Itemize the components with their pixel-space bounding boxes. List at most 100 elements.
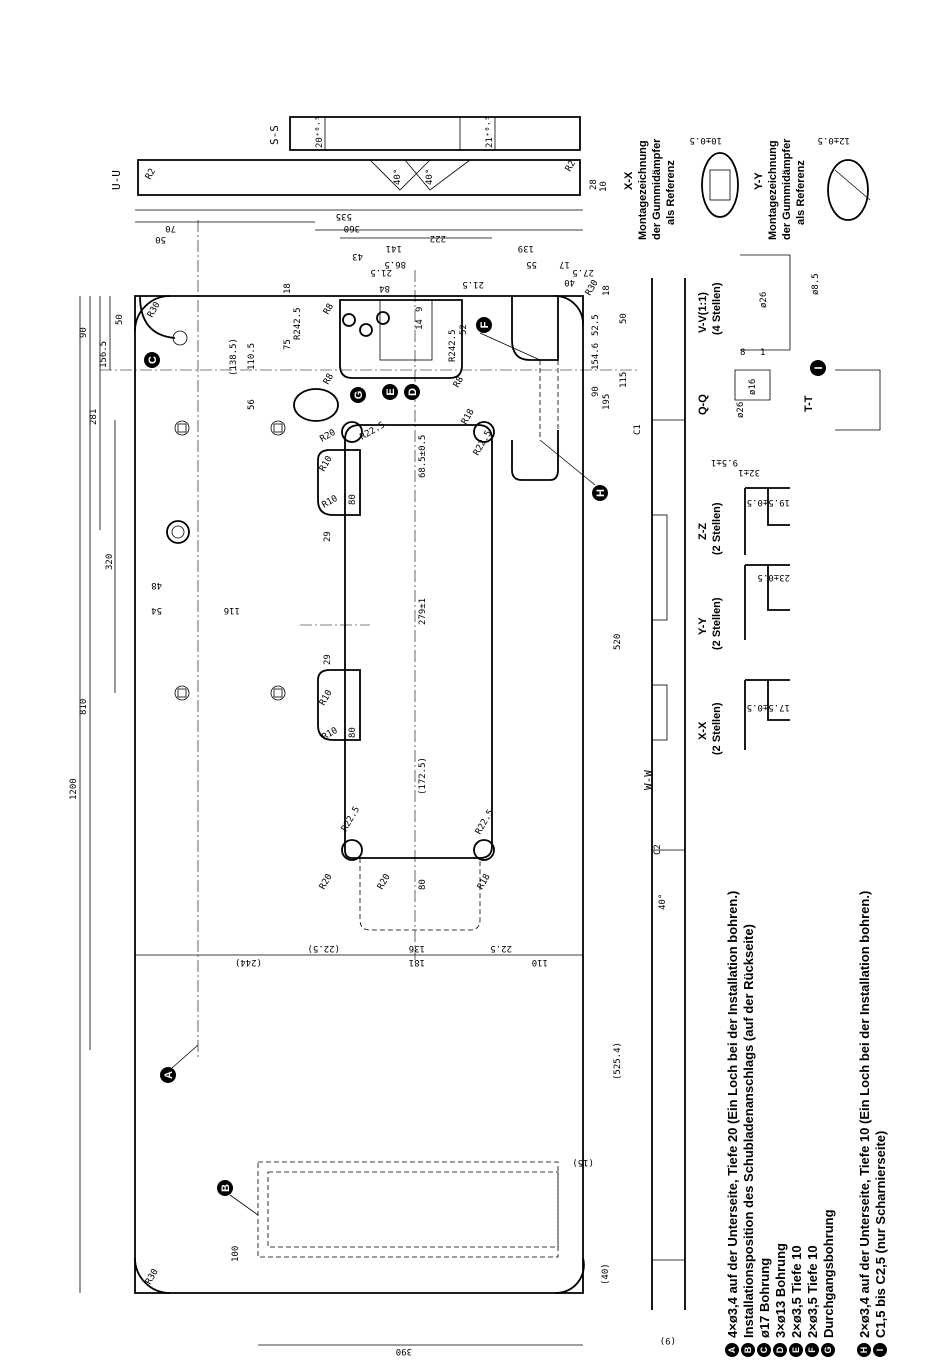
dim-43: 43 [352,251,363,261]
dimension-lines [79,209,584,1346]
dim-40: 40 [564,277,575,287]
dim-50: 50 [155,234,166,244]
yy-tol: 12±0.5 [817,135,850,145]
dim-685: 68.5±0.5 [418,435,428,478]
callout-badges: A B C D E F G H I [144,317,826,1216]
dim-139: 139 [518,243,534,253]
dim-5254: (525.4) [613,1042,623,1080]
dim-17: 17 [559,259,570,269]
r-8a: R8 [322,302,336,316]
dim-116: 116 [224,605,240,615]
dim-810: 810 [79,699,89,715]
dim-80: 80 [348,494,358,505]
r-10c: R10 [318,688,335,707]
dim-29b: 29 [323,654,333,665]
r-20a: R20 [319,428,338,445]
main-cutout [300,421,495,931]
r-2a: R2 [144,167,158,181]
svg-text:I: I [875,1349,885,1352]
dim-181: 181 [409,957,425,967]
dim-90b: 90 [591,386,601,397]
mount-xx-1: Montagezeichnung [637,140,649,240]
label-ss: S-S [268,125,281,145]
xx-tol: 10±0.5 [689,135,722,145]
drawer-outline [257,1161,559,1258]
dim-29: 29 [323,531,333,542]
mount-yy-1: Montagezeichnung [767,140,779,240]
svg-text:A: A [727,1346,737,1353]
label-xx-count: (2 Stellen) [711,702,723,755]
dim-136: 136 [409,943,425,953]
mount-yy-3: als Referenz [795,160,807,225]
legend-item-h: H 2×ø3,4 auf der Unterseite, Tiefe 10 (E… [857,891,872,1357]
section-uu-ss [137,116,581,196]
mount-yy-2: der Gummidämpfer [781,138,793,240]
mount-xx-3: als Referenz [665,160,677,225]
v-85: ø8.5 [811,273,821,295]
dim-195: 195 [602,394,612,410]
legend-text-e: 2×ø3,5 Tiefe 10 [789,1245,804,1338]
label-ww: W-W [642,770,655,790]
legend-item-g: G Durchgangsbohrung [821,1209,836,1357]
ang-40c: 40° [658,894,668,910]
legend-text-b: Installationsposition des Schubladenansc… [741,924,756,1338]
r-10a: R10 [318,454,335,473]
label-yy-count: (2 Stellen) [711,597,723,650]
label-yy: Y-Y [697,617,709,635]
label-xx: X-X [697,721,709,740]
svg-text:C: C [759,1346,769,1353]
q-26: ø26 [736,402,746,418]
section-details [701,152,881,750]
legend-text-i: C1,5 bis C2,5 (nur Scharnierseite) [873,1131,888,1338]
dim-360: 360 [344,223,360,233]
legend-item-d: D 3×ø13 Bohrung [773,1243,788,1357]
dim-275: 27.5 [572,267,594,277]
dim-80b: 80 [348,727,358,738]
dim-225: (22.5) [307,943,340,953]
r-225c: R22.5 [340,805,362,833]
svg-text:H: H [859,1347,869,1354]
c-1: C1 [633,424,643,435]
legend-text-f: 2×ø3,5 Tiefe 10 [805,1245,820,1338]
legend-text-d: 3×ø13 Bohrung [773,1243,788,1338]
badge-e: E [382,384,398,400]
r-30b: R30 [144,1267,161,1286]
r-18b: R18 [476,872,493,891]
dim-28: 28 [589,179,599,190]
c-2: C2 [653,844,663,855]
dim-56: 56 [247,399,257,410]
r-20b: R20 [318,872,335,891]
dim-279: 279±1 [418,598,428,625]
r-30c: R30 [584,278,601,297]
label-zz-count: (2 Stellen) [711,502,723,555]
r-2425a: R242.5 [293,307,303,340]
svg-text:D: D [775,1346,785,1353]
dim-14: 14 [415,319,425,330]
label-xx-detail: X-X [623,171,635,190]
r-2b: R2 [564,159,578,173]
svg-text:D: D [407,388,419,396]
badge-g: G [350,387,366,403]
svg-text:G: G [353,391,365,400]
dim-115: 115 [619,372,629,388]
label-yy-detail: Y-Y [753,172,765,190]
detail-texts: 17.5±0.5 23±0.5 19.5±0.5 10±0.5 12±0.5 ø… [689,135,850,712]
z-tol: 19.5±0.5 [747,497,790,507]
legend-text-g: Durchgangsbohrung [821,1209,836,1338]
v-8: 8 [740,348,745,358]
dim-535: 535 [336,211,352,221]
badge-b: B [217,1180,233,1196]
dim-141: 141 [386,243,402,253]
badge-a: A [160,1067,176,1083]
svg-text:I: I [813,366,825,369]
r-8c: R8 [452,375,466,389]
dim-281: 281 [89,409,99,425]
dim-222: 222 [430,233,446,243]
v-1: 1 [760,348,765,358]
legend-item-b: B Installationsposition des Schubladenan… [741,924,756,1357]
mount-xx-2: der Gummidämpfer [651,138,663,240]
label-vv-count: (4 Stellen) [711,282,723,335]
svg-text:C: C [147,356,159,364]
q-32: 32±1 [738,467,760,477]
